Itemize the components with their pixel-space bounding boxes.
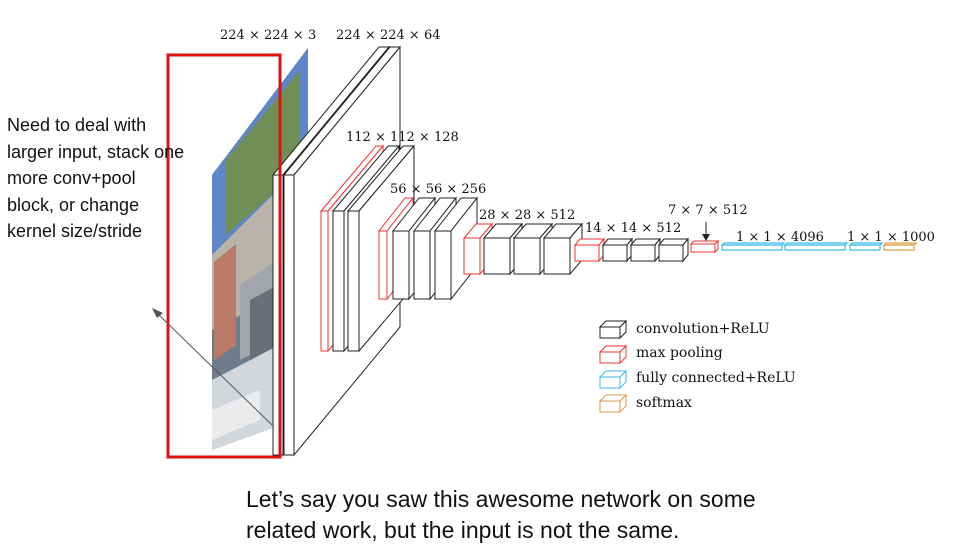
legend-label-fc: fully connected+ReLU — [636, 370, 796, 386]
legend-item-fc: fully connected+ReLU — [598, 369, 796, 390]
fc-blocks — [720, 242, 884, 251]
legend-item-softmax: softmax — [598, 393, 692, 414]
legend-label-pool: max pooling — [636, 345, 723, 361]
pool4-block — [573, 237, 606, 263]
annotation-text: Need to deal with larger input, stack on… — [7, 115, 185, 241]
conv4-block — [482, 222, 584, 276]
conv5-block — [601, 237, 690, 263]
dim-label-pool5: 7 × 7 × 512 — [668, 203, 748, 218]
conv2-block — [331, 144, 416, 353]
input-highlight-box — [166, 53, 282, 459]
dim-label-conv2: 112 × 112 × 128 — [346, 130, 459, 145]
dim-label-conv1: 224 × 224 × 64 — [336, 28, 440, 43]
dim-label-conv4: 28 × 28 × 512 — [479, 208, 575, 223]
dim-label-out: 1 × 1 × 1000 — [847, 230, 935, 245]
dim-label-input: 224 × 224 × 3 — [220, 28, 316, 43]
softmax-block — [882, 242, 918, 251]
pool5-block — [689, 239, 720, 254]
annotation-arrow — [152, 308, 273, 426]
dim-label-conv3: 56 × 56 × 256 — [390, 182, 486, 197]
dim-label-fc: 1 × 1 × 4096 — [736, 230, 824, 245]
legend-item-conv: convolution+ReLU — [598, 319, 770, 340]
legend-item-pool: max pooling — [598, 344, 723, 365]
pool5-arrow — [702, 222, 710, 241]
dim-label-conv5: 14 × 14 × 512 — [585, 221, 681, 236]
slide-caption: Let’s say you saw this awesome network o… — [246, 486, 756, 543]
legend-label-conv: convolution+ReLU — [636, 321, 770, 337]
legend: convolution+ReLU max pooling fully conne… — [598, 319, 796, 414]
legend-label-softmax: softmax — [636, 395, 692, 411]
